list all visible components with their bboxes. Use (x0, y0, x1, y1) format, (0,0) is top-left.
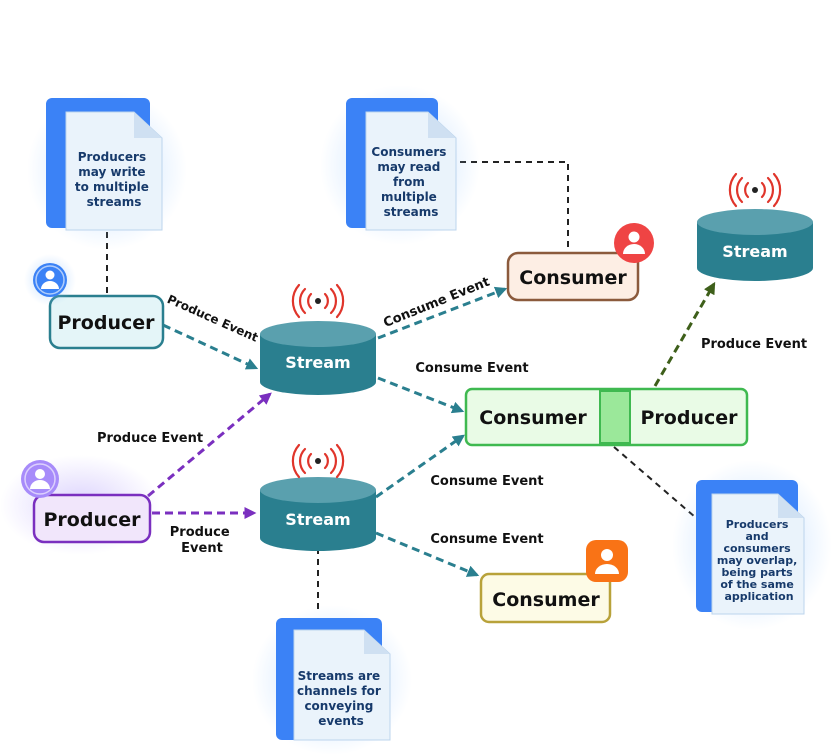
note-line: consumers (723, 542, 791, 555)
consumer-producer-combo-node: Consumer Producer (464, 387, 749, 447)
note-overlap: Producers and consumers may overlap, bei… (672, 460, 832, 630)
note-streams-channels: Streams are channels for conveying event… (252, 605, 412, 755)
consumer-top-label: Consumer (519, 267, 627, 289)
note-connector-consumers (460, 161, 569, 253)
note-consumers-read: Consumers may read from multiple streams (320, 85, 480, 245)
svg-text:Producers may write: Producers may write to multiple streams (75, 150, 153, 209)
note-line: conveying (304, 699, 373, 713)
producer-top-node: Producer (48, 294, 165, 350)
arrow-producer-bottom-to-stream-top (147, 392, 272, 498)
note-line: being parts (721, 566, 793, 579)
note-line: may overlap, (717, 554, 797, 567)
note-line: Streams are (298, 669, 381, 683)
stream-bottom-node: Stream (260, 477, 376, 551)
svg-text:Streams are channels for: Streams are channels for conveying event… (297, 669, 385, 728)
note-line: multiple (381, 190, 437, 204)
stream-top-label: Stream (285, 353, 350, 372)
svg-text:Consumers may read: Consumers may read from multiple streams (371, 145, 450, 219)
note-line: Producers (726, 518, 789, 531)
user-icon (24, 254, 76, 306)
note-line: may write (78, 165, 145, 179)
consumer-top-node: Consumer (506, 251, 640, 302)
note-line: from (393, 175, 425, 189)
edge-label-produce-event-bottom: Produce Event (170, 525, 235, 556)
producer-top-label: Producer (58, 312, 156, 334)
stream-right-node: Stream (697, 209, 813, 281)
consumer-bottom-node: Consumer (479, 572, 612, 624)
stream-top-node: Stream (260, 321, 376, 395)
note-line: events (318, 714, 364, 728)
arrow-stream-bottom-to-combo (375, 434, 465, 499)
arrow-combo-to-stream-right (653, 281, 716, 387)
user-icon (614, 223, 654, 263)
note-line: application (724, 590, 793, 603)
note-line: streams (384, 205, 439, 219)
note-line: and (746, 530, 769, 543)
edge-label-consume-event-top: Consume Event (381, 275, 492, 331)
edge-label-consume-event-bottom-combo: Consume Event (430, 474, 543, 489)
broadcast-icon (728, 172, 782, 208)
note-line: to multiple (75, 180, 149, 194)
arrow-stream-top-to-consumer-top (377, 286, 508, 340)
note-line: streams (87, 195, 142, 209)
user-icon (586, 540, 628, 582)
edge-label-produce-event-mid: Produce Event (97, 431, 203, 446)
stream-bottom-label: Stream (285, 510, 350, 529)
arrow-stream-top-to-combo (377, 376, 465, 414)
combo-consumer-label: Consumer (479, 407, 587, 429)
note-line: Consumers (371, 145, 446, 159)
producer-bottom-label: Producer (44, 509, 142, 531)
arrow-stream-bottom-to-consumer-bottom (375, 531, 480, 577)
note-line: Producers (78, 150, 146, 164)
user-icon (21, 460, 59, 498)
broadcast-icon (291, 283, 345, 319)
note-line: channels for (297, 684, 381, 698)
edge-label-consume-event-combo: Consume Event (415, 361, 528, 376)
note-line: may read (377, 160, 440, 174)
note-producers-write: Producers may write to multiple streams (27, 90, 187, 250)
combo-producer-label: Producer (641, 407, 739, 429)
stream-right-label: Stream (722, 242, 787, 261)
consumer-bottom-label: Consumer (492, 589, 600, 611)
note-line: of the same (720, 578, 793, 591)
edge-label-consume-event-bottom: Consume Event (430, 532, 543, 547)
svg-text:Producers and cons: Producers and consumers may overlap, bei… (717, 518, 801, 603)
arrow-producer-top-to-stream-top (162, 323, 259, 370)
edge-label-produce-event-right: Produce Event (701, 337, 807, 352)
edge-label-produce-event-top: Produce Event (165, 292, 260, 345)
broadcast-icon (291, 443, 345, 479)
